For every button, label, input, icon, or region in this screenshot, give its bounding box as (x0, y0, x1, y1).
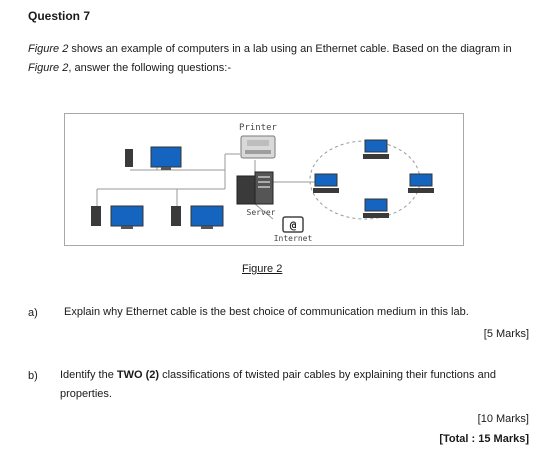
intro-text-2: , answer the following questions:- (68, 62, 232, 74)
ring-computer-left (313, 173, 339, 193)
internet-at-symbol: @ (290, 219, 297, 232)
part-b-text-bold: TWO (2) (116, 369, 160, 381)
ring-computer-bottom (363, 198, 389, 218)
intro-figure-ref-1: Figure 2 (28, 43, 69, 55)
bus-computer-3 (171, 205, 224, 229)
ring-computer-top (363, 139, 389, 159)
part-b-text-before: Identify the (60, 369, 117, 381)
ring-computer-right (408, 173, 434, 193)
bus-computer-2 (91, 205, 144, 229)
network-diagram: Printer Server @ Internet (64, 113, 464, 246)
server-label: Server (247, 208, 276, 217)
intro-text-1: shows an example of computers in a lab u… (68, 43, 512, 55)
part-b-text: Identify the TWO (2) classifications of … (60, 366, 510, 404)
bus-computer-1 (125, 146, 182, 170)
part-a-text: Explain why Ethernet cable is the best c… (64, 306, 469, 318)
internet-label: Internet (274, 234, 313, 243)
question-intro: Figure 2 shows an example of computers i… (28, 40, 528, 78)
part-b-text-after: classifications of twisted pair cables b… (60, 369, 496, 400)
part-b-marks: [10 Marks] (477, 413, 529, 425)
intro-figure-ref-2: Figure 2 (28, 62, 69, 74)
server-icon (236, 171, 274, 205)
internet-icon: @ (282, 216, 304, 233)
printer-label: Printer (239, 123, 278, 133)
printer-icon (240, 135, 276, 159)
part-b-label: b) (28, 370, 38, 382)
part-a-marks: [5 Marks] (483, 328, 529, 340)
figure-caption: Figure 2 (242, 263, 283, 275)
part-a-label: a) (28, 307, 38, 319)
network-diagram-svg: Printer Server @ Internet (91, 123, 434, 243)
total-marks: [Total : 15 Marks] (439, 433, 529, 445)
question-title: Question 7 (28, 9, 91, 23)
